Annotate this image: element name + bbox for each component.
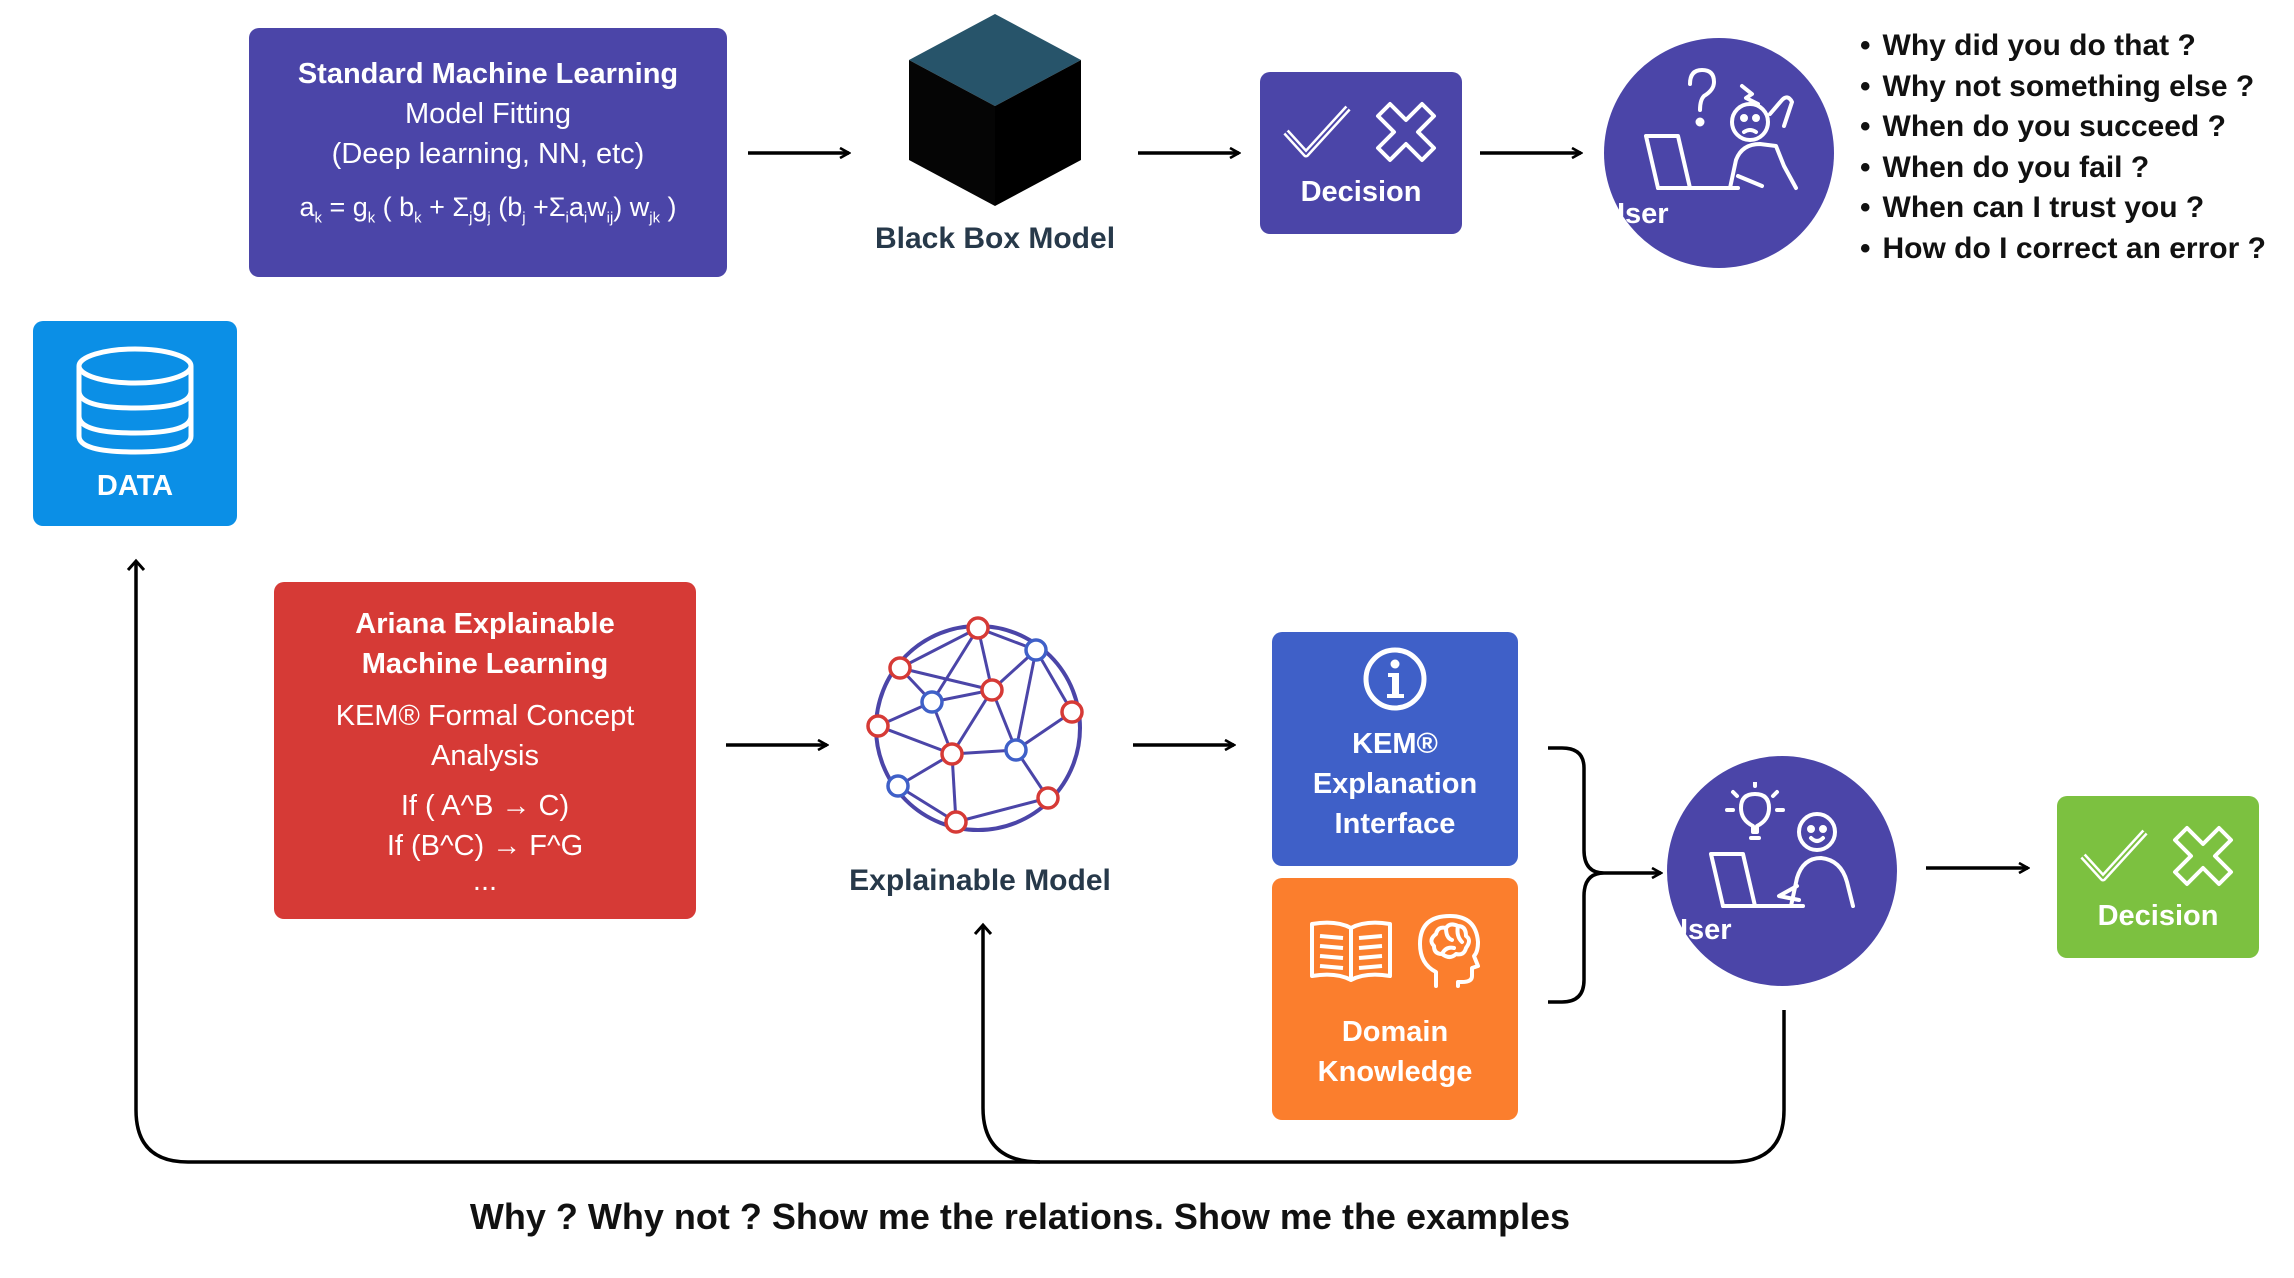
- standard-ml-line1: Model Fitting: [404, 98, 571, 130]
- bottom-decision-label: Decision: [2097, 900, 2219, 932]
- ariana-title-line1: Ariana Explainable: [355, 608, 615, 640]
- ariana-line2: Analysis: [431, 740, 539, 772]
- confused-user-icon: [1644, 68, 1798, 190]
- top-decision-box: Decision: [1260, 72, 1462, 234]
- question-item: How do I correct an error ?: [1860, 229, 2266, 270]
- kem-line2: Explanation: [1312, 768, 1478, 800]
- curly-brace: [1548, 746, 1605, 1004]
- black-box-cube-icon: [909, 14, 1081, 206]
- bottom-decision-box: Decision: [2057, 796, 2259, 958]
- footer-caption: Why ? Why not ? Show me the relations. S…: [469, 1196, 1571, 1237]
- feedback-loop: [126, 558, 1786, 1164]
- network-graph-icon: [866, 616, 1084, 834]
- questions-list: Why did you do that ? Why not something …: [1860, 26, 2266, 269]
- standard-ml-title: Standard Machine Learning: [297, 58, 679, 90]
- data-label: DATA: [96, 470, 174, 502]
- kem-interface-box: KEM® Explanation Interface: [1272, 632, 1518, 866]
- question-item: Why not something else ?: [1860, 67, 2266, 108]
- question-item: When do you succeed ?: [1860, 107, 2266, 148]
- info-icon: [1363, 647, 1427, 711]
- database-icon: [76, 346, 194, 455]
- top-decision-label: Decision: [1300, 176, 1422, 208]
- domain-line2: Knowledge: [1317, 1056, 1473, 1088]
- feedback-to-explainable: [973, 922, 1041, 1164]
- data-box: DATA: [33, 321, 237, 526]
- kem-line3: Interface: [1334, 808, 1456, 840]
- book-icon: [1310, 920, 1392, 982]
- question-item: When can I trust you ?: [1860, 188, 2266, 229]
- top-user-label: User: [1604, 198, 1669, 230]
- check-icon: [1283, 105, 1351, 158]
- question-item: Why did you do that ?: [1860, 26, 2266, 67]
- domain-knowledge-box: Domain Knowledge: [1272, 878, 1518, 1120]
- ariana-rule2: If (B^C) → F^G: [386, 830, 584, 862]
- brain-head-icon: [1418, 914, 1480, 988]
- cross-icon: [2173, 826, 2233, 886]
- top-user-circle: User: [1604, 38, 1834, 268]
- bottom-user-circle: User: [1667, 756, 1897, 986]
- cross-icon: [1376, 102, 1436, 162]
- ariana-title-line2: Machine Learning: [361, 648, 609, 680]
- kem-line1: KEM®: [1352, 728, 1438, 760]
- explainable-model-label: Explainable Model: [849, 864, 1111, 897]
- black-box-label: Black Box Model: [874, 222, 1116, 255]
- standard-ml-box: Standard Machine Learning Model Fitting …: [249, 28, 727, 277]
- domain-line1: Domain: [1341, 1016, 1449, 1048]
- ariana-line1: KEM® Formal Concept: [335, 700, 635, 732]
- bottom-user-label: User: [1667, 914, 1732, 946]
- enlightened-user-icon: [1709, 782, 1855, 908]
- ariana-ellipsis: ...: [472, 865, 498, 897]
- ariana-rule1: If ( A^B → C): [400, 790, 570, 822]
- check-icon: [2080, 829, 2148, 882]
- ariana-xml-box: Ariana Explainable Machine Learning KEM®…: [274, 582, 696, 919]
- standard-ml-formula: ak = gk ( bk + Σjgj (bj +Σiaiwij) wjk ): [299, 192, 677, 227]
- standard-ml-line2: (Deep learning, NN, etc): [331, 138, 645, 170]
- question-item: When do you fail ?: [1860, 148, 2266, 189]
